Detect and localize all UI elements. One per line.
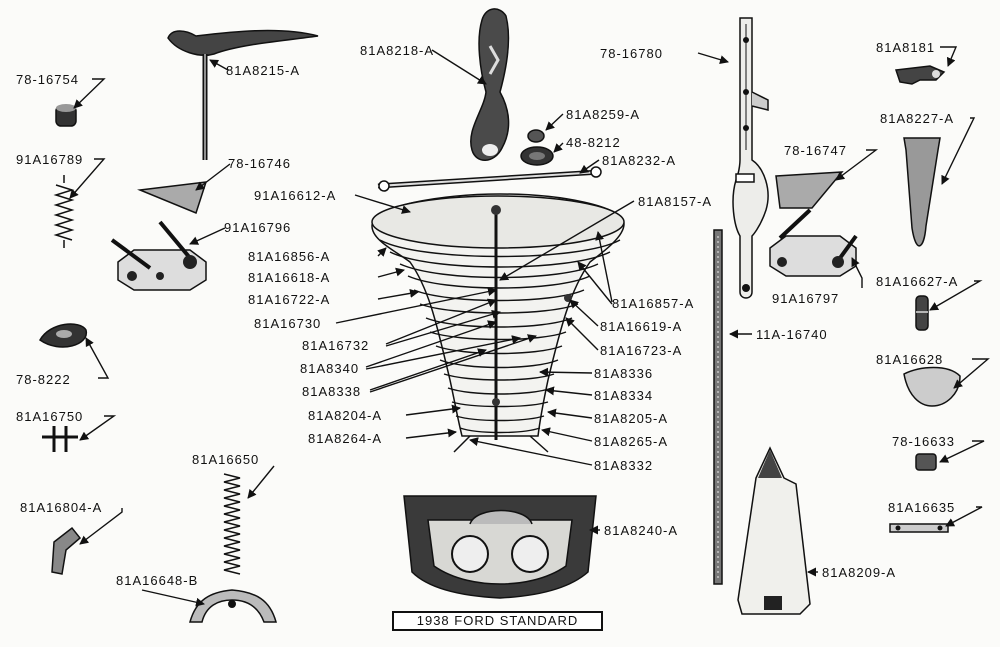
part-label: 81A16723-A <box>600 343 683 358</box>
part-label: 81A8332 <box>594 458 654 473</box>
coil-spring-part <box>53 175 75 248</box>
part-label: 81A16650 <box>192 452 260 467</box>
part-label: 81A8205-A <box>594 411 669 426</box>
housing-part <box>403 495 597 599</box>
tapered-grip-part <box>903 137 941 247</box>
spring-cone-assembly <box>371 193 625 453</box>
clip-part <box>42 426 78 452</box>
part-label: 81A16628 <box>876 352 944 367</box>
part-label: 81A16722-A <box>248 292 331 307</box>
tee-handle-part <box>167 29 319 160</box>
lever-part <box>470 8 510 161</box>
part-label: 81A16857-A <box>612 296 695 311</box>
part-label: 81A8209-A <box>822 565 897 580</box>
part-label: 81A8265-A <box>594 434 669 449</box>
long-strip-part <box>713 229 723 585</box>
disc-part <box>520 146 554 166</box>
part-label: 78-8222 <box>16 372 71 387</box>
long-arm-part <box>732 17 769 299</box>
part-label: 81A16750 <box>16 409 84 424</box>
small-clip-part <box>527 129 545 143</box>
part-label: 81A8204-A <box>308 408 383 423</box>
cap-part <box>55 104 77 127</box>
part-label: 81A8264-A <box>308 431 383 446</box>
leader-lines <box>69 46 990 607</box>
angle-bracket-part <box>51 526 82 575</box>
part-label: 81A16730 <box>254 316 322 331</box>
part-label: 81A16732 <box>302 338 370 353</box>
part-label: 78-16746 <box>228 156 291 171</box>
guard-panel-part <box>737 446 811 615</box>
part-label: 81A8240-A <box>604 523 679 538</box>
part-label: 81A16619-A <box>600 319 683 334</box>
right-bracket-part <box>769 208 858 277</box>
part-label: 81A8218-A <box>360 43 435 58</box>
nut-part <box>915 453 937 471</box>
part-label: 81A8340 <box>300 361 360 376</box>
part-label: 81A8215-A <box>226 63 301 78</box>
part-label: 81A16618-A <box>248 270 331 285</box>
part-label: 78-16780 <box>600 46 663 61</box>
part-label: 91A16789 <box>16 152 84 167</box>
part-label: 81A8259-A <box>566 107 641 122</box>
part-label: 78-16747 <box>784 143 847 158</box>
bracket-assembly-part <box>110 220 207 291</box>
part-label: 81A16804-A <box>20 500 103 515</box>
part-label: 81A16627-A <box>876 274 959 289</box>
part-label: 91A16612-A <box>254 188 337 203</box>
compression-spring-part <box>223 473 241 575</box>
part-label: 81A16856-A <box>248 249 331 264</box>
part-label: 81A8232-A <box>602 153 677 168</box>
part-label: 48-8212 <box>566 135 621 150</box>
part-label: 78-16633 <box>892 434 955 449</box>
part-label: 91A16796 <box>224 220 292 235</box>
part-label: 81A16648-B <box>116 573 199 588</box>
rod-part <box>377 166 602 192</box>
part-label: 81A8334 <box>594 388 654 403</box>
part-label: 81A8157-A <box>638 194 713 209</box>
flat-bar-part <box>889 523 949 533</box>
fitting-part <box>894 65 946 85</box>
part-label: 91A16797 <box>772 291 840 306</box>
base-cup-part <box>189 589 277 623</box>
figure-caption: 1938 FORD STANDARD <box>392 611 603 631</box>
knob-part <box>39 323 87 348</box>
triangle-pad-part <box>137 181 208 215</box>
part-label: 81A8336 <box>594 366 654 381</box>
part-label: 81A8181 <box>876 40 936 55</box>
right-triangle-pad-part <box>775 171 844 209</box>
part-label: 81A16635 <box>888 500 956 515</box>
part-label: 11A-16740 <box>756 327 828 342</box>
pin-part <box>915 295 929 331</box>
part-label: 78-16754 <box>16 72 79 87</box>
part-label: 81A8338 <box>302 384 362 399</box>
part-label: 81A8227-A <box>880 111 955 126</box>
curved-bracket-part <box>903 366 961 407</box>
